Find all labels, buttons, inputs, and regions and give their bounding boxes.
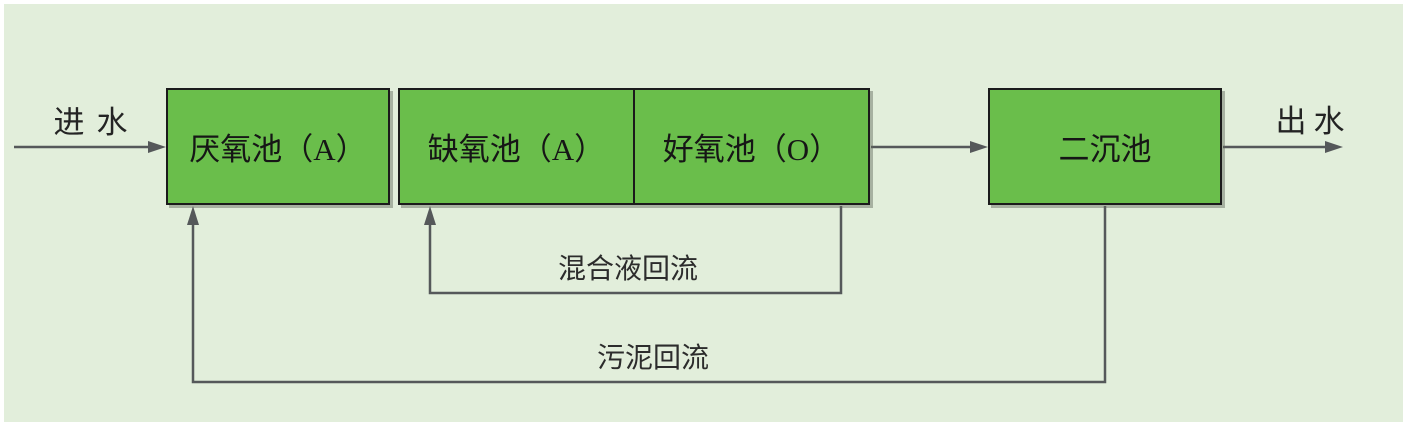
influent-label: 进水 <box>53 105 140 140</box>
sludge-recycle-line <box>191 206 1107 384</box>
secondary-clarifier-label: 二沉池 <box>1058 132 1152 167</box>
mixed-liquor-recycle-label: 混合液回流 <box>557 254 698 285</box>
process-box-anaerobic-tank: 厌氧池（A） <box>166 88 390 205</box>
diagram-background <box>4 4 1403 422</box>
process-box-anoxic-aerobic-group: 缺氧池（A） 好氧池（O） <box>398 88 870 205</box>
process-box-anoxic-tank: 缺氧池（A） <box>400 90 633 203</box>
aerobic-to-clarifier-arrowhead <box>970 141 988 153</box>
mixed-liquor-recycle-line <box>428 206 843 295</box>
anaerobic-tank-label: 厌氧池（A） <box>189 132 367 167</box>
anoxic-tank-label: 缺氧池（A） <box>427 132 606 167</box>
influent-arrowhead <box>148 141 166 153</box>
effluent-label: 出水 <box>1275 104 1352 139</box>
effluent-arrowhead <box>1325 141 1343 153</box>
sludge-arrowhead <box>187 206 199 225</box>
process-box-secondary-clarifier: 二沉池 <box>988 88 1222 205</box>
process-box-aerobic-tank: 好氧池（O） <box>633 90 868 203</box>
sludge-recycle-label: 污泥回流 <box>596 343 709 374</box>
aerobic-tank-label: 好氧池（O） <box>662 132 841 167</box>
mixed-liquor-arrowhead <box>424 206 436 225</box>
